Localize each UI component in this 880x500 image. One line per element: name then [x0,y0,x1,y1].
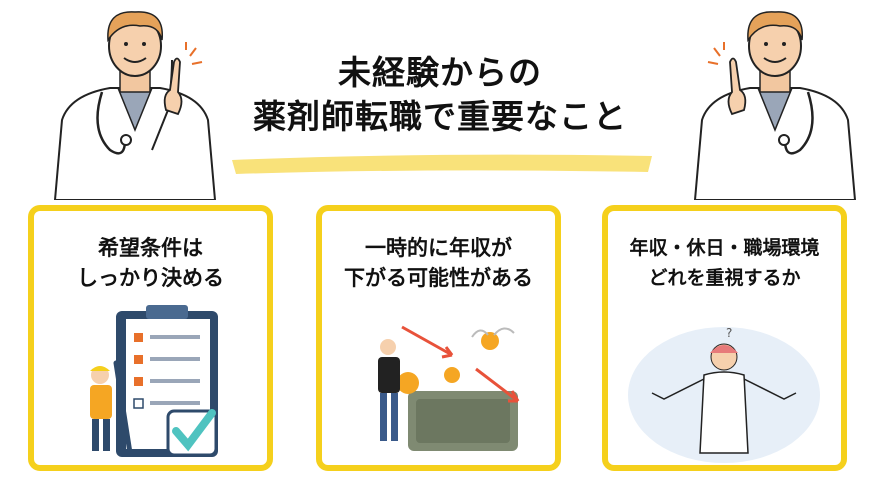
confused-person-icon: ? [628,326,820,463]
card-title-line1: 年収・休日・職場環境 [629,237,820,259]
falling-income-icon [378,325,520,451]
tip-card-priorities: 年収・休日・職場環境 どれを重視するか ? [602,205,847,471]
card-title-line1: 一時的に年収が [365,236,512,260]
card-title-line2: 下がる可能性がある [344,266,533,290]
page-title-line1: 未経験からの [338,53,542,92]
tip-card-conditions: 希望条件は しっかり決める [28,205,273,471]
clipboard-checklist-icon [90,305,218,457]
page-title-line2: 薬剤師転職で重要なこと [253,97,627,136]
card-title-line2: どれを重視するか [648,267,801,289]
doctor-illustration-right [693,11,857,200]
card-title-line1: 希望条件は [98,236,203,260]
tip-card-income: 一時的に年収が 下がる可能性がある [316,205,561,471]
title-highlight-stroke [232,154,652,174]
card-title-line2: しっかり決める [77,266,224,290]
doctor-illustration-left [53,11,217,200]
question-mark-text: ? [726,326,732,340]
